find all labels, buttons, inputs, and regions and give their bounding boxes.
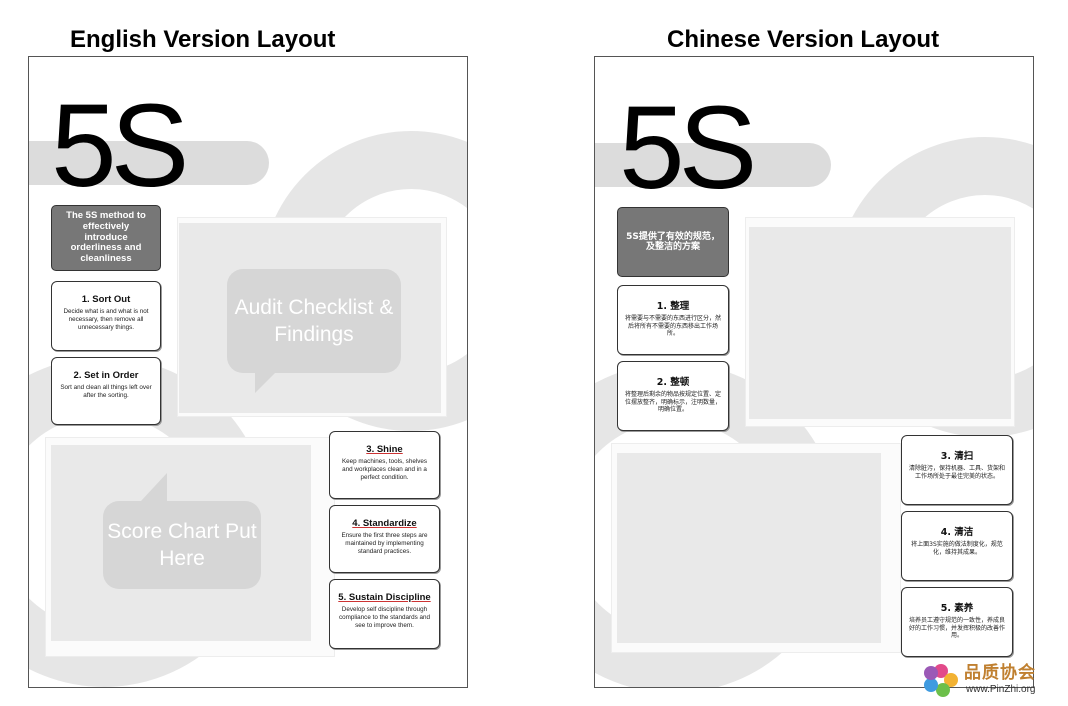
placeholder-panel xyxy=(617,453,881,643)
score-chart-bubble: Score Chart Put Here xyxy=(103,501,261,589)
flower-logo-icon xyxy=(922,664,960,698)
watermark-url: www.PinZhi.org xyxy=(966,684,1036,695)
step-title: 2. 整顿 xyxy=(656,377,690,388)
title-band xyxy=(29,141,269,185)
chinese-layout-heading: Chinese Version Layout xyxy=(667,26,940,53)
step-card-shitsuke: 5. 素养 培养员工遵守规范的一致性，养成良好的工作习惯，并发挥积极的改善作用。 xyxy=(901,587,1013,657)
step-description: Ensure the first three steps are maintai… xyxy=(341,532,428,555)
step-card-seiton: 2. 整顿 将整理后剩余的物品按规定位置、定位摆放整齐，明确标示，注明数量，明确… xyxy=(617,361,729,431)
step-description: 将上面3S实施的做法制度化，规范化，维持其成果。 xyxy=(911,541,1003,556)
step-title: 5. 素养 xyxy=(940,603,974,614)
step-card-shine: 3. Shine Keep machines, tools, shelves a… xyxy=(329,431,440,499)
step-title: 5. Sustain Discipline xyxy=(338,592,431,603)
english-layout-heading: English Version Layout xyxy=(70,26,336,53)
pinzhi-watermark: 品质协会 www.PinZhi.org xyxy=(922,656,1062,702)
step-description: Decide what is and what is not necessary… xyxy=(63,308,149,331)
step-title: 3. Shine xyxy=(366,444,403,455)
step-card-seiri: 1. 整理 将需要与不需要的东西进行区分，然后将所有不需要的东西移出工作场所。 xyxy=(617,285,729,355)
step-description: Keep machines, tools, shelves and workpl… xyxy=(341,458,428,481)
step-description: 培养员工遵守规范的一致性，养成良好的工作习惯，并发挥积极的改善作用。 xyxy=(908,617,1005,639)
step-description: 清除脏污，保持机器、工具、货架和工作场所处于最佳完美的状态。 xyxy=(908,465,1005,480)
bubble-tail xyxy=(141,473,167,501)
step-card-seiketsu: 4. 清洁 将上面3S实施的做法制度化，规范化，维持其成果。 xyxy=(901,511,1013,581)
english-layout-page: 5S The 5S method to effectively introduc… xyxy=(28,56,468,688)
step-title: 3. 清扫 xyxy=(940,451,974,462)
step-description: 将需要与不需要的东西进行区分，然后将所有不需要的东西移出工作场所。 xyxy=(624,315,721,337)
audit-checklist-bubble: Audit Checklist & Findings xyxy=(227,269,401,373)
step-card-standardize: 4. Standardize Ensure the first three st… xyxy=(329,505,440,573)
bubble-tail xyxy=(255,371,277,393)
step-title: 1. Sort Out xyxy=(81,294,131,305)
big-5s-title: 5S xyxy=(51,80,189,212)
step-description: Develop self discipline through complian… xyxy=(338,606,430,629)
step-card-seiso: 3. 清扫 清除脏污，保持机器、工具、货架和工作场所处于最佳完美的状态。 xyxy=(901,435,1013,505)
step-card-sustain-discipline: 5. Sustain Discipline Develop self disci… xyxy=(329,579,440,649)
step-title: 4. Standardize xyxy=(352,518,417,529)
intro-box: 5S提供了有效的规范，及整洁的方案 xyxy=(617,207,729,277)
step-card-set-in-order: 2. Set in Order Sort and clean all thing… xyxy=(51,357,161,425)
step-description: 将整理后剩余的物品按规定位置、定位摆放整齐，明确标示，注明数量，明确位置。 xyxy=(624,391,721,413)
watermark-name: 品质协会 xyxy=(964,663,1036,683)
chinese-layout-page: 5S 5S提供了有效的规范，及整洁的方案 1. 整理 将需要与不需要的东西进行区… xyxy=(594,56,1034,688)
step-description: Sort and clean all things left over afte… xyxy=(60,384,152,399)
step-title: 2. Set in Order xyxy=(73,370,139,381)
step-card-sort-out: 1. Sort Out Decide what is and what is n… xyxy=(51,281,161,351)
step-title: 4. 清洁 xyxy=(940,527,974,538)
big-5s-title: 5S xyxy=(619,82,757,214)
placeholder-panel xyxy=(749,227,1011,419)
step-title: 1. 整理 xyxy=(656,301,690,312)
title-band xyxy=(595,143,831,187)
intro-box: The 5S method to effectively introduce o… xyxy=(51,205,161,271)
